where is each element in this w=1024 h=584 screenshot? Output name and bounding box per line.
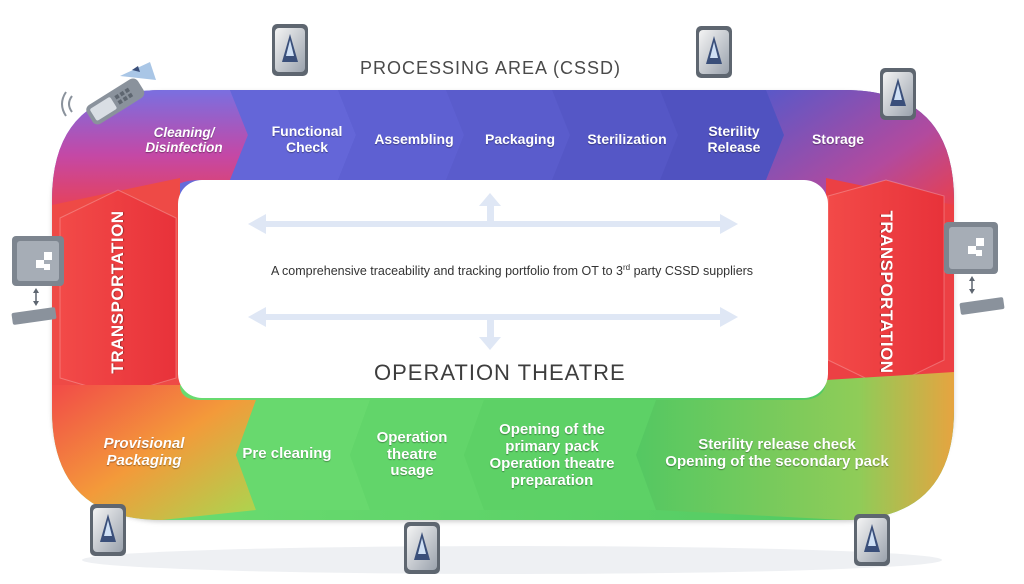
wall-reader-icon <box>11 236 64 325</box>
rfid-tag-icon <box>696 26 732 78</box>
operation-theatre-title: OPERATION THEATRE <box>374 360 626 385</box>
step-sterility-release-check <box>636 372 954 520</box>
wall-reader-icon <box>944 222 1005 315</box>
step-functional-check <box>230 90 356 180</box>
transport-left-band <box>59 189 177 396</box>
handheld-scanner-icon <box>61 62 156 125</box>
cleaning-line2: Disinfection <box>145 140 223 155</box>
center-panel <box>178 180 828 398</box>
packaging-label: Packaging <box>468 116 572 164</box>
theatre-steps <box>52 372 954 520</box>
assembling-label: Assembling <box>362 116 466 164</box>
functional-line1: Functional <box>271 123 343 140</box>
provisional-line1: Provisional <box>103 435 185 453</box>
usage-line2: theatre <box>386 445 438 463</box>
functional-line2: Check <box>285 139 329 155</box>
step-provisional-packaging <box>52 385 256 520</box>
center-text-sup: rd <box>622 263 631 272</box>
rfid-tag-icon <box>90 504 126 556</box>
provisional-line2: Packaging <box>106 452 182 469</box>
processing-steps <box>52 90 954 220</box>
center-text-before: A comprehensive traceability and trackin… <box>270 264 623 279</box>
step-sterility-release <box>660 90 784 180</box>
rfid-tag-icon <box>272 24 308 76</box>
secondary-line2: Opening of the secondary pack <box>665 453 889 470</box>
primary-line2: primary pack <box>505 438 599 456</box>
primary-line1: Opening of the <box>499 421 605 439</box>
cleaning-disinfection-label: Cleaning/Disinfection <box>138 116 230 164</box>
center-description: A comprehensive traceability and trackin… <box>198 263 826 278</box>
storage-text: Storage <box>811 131 865 148</box>
sterilization-label: Sterilization <box>574 116 680 164</box>
rfid-tag-icon <box>404 522 440 574</box>
processing-area-title: PROCESSING AREA (CSSD) <box>360 58 622 78</box>
pre-cleaning-label: Pre cleaning <box>232 430 342 478</box>
transportation-left-label: TRANSPORTATION <box>108 210 128 374</box>
primary-line4: preparation <box>510 471 594 489</box>
step-sterilization <box>552 90 678 180</box>
step-pre-cleaning <box>236 400 370 510</box>
bidirectional-arrows-icon <box>248 193 738 350</box>
assembling-text: Assembling <box>374 131 454 148</box>
center-text-after: party CSSD suppliers <box>630 264 754 279</box>
usage-line3: usage <box>390 462 434 480</box>
step-storage <box>766 90 954 215</box>
step-operation-theatre-usage <box>350 400 484 510</box>
step-opening-primary-pack <box>464 400 656 510</box>
step-assembling <box>338 90 464 180</box>
storage-label: Storage <box>790 116 886 164</box>
cleaning-line1: Cleaning/ <box>153 124 215 140</box>
rfid-tag-icon <box>880 68 916 120</box>
packaging-text: Packaging <box>484 131 556 148</box>
sterility-line2: Release <box>707 139 761 155</box>
step-packaging <box>446 90 570 180</box>
secondary-line1: Sterility release check <box>698 436 856 454</box>
usage-line1: Operation <box>376 428 448 446</box>
primary-line3: Operation theatre <box>489 455 615 472</box>
rfid-tag-icon <box>854 514 890 566</box>
sterility-line1: Sterility <box>708 123 760 140</box>
sterilization-text: Sterilization <box>587 131 667 148</box>
pre-cleaning-text: Pre cleaning <box>242 444 332 462</box>
transportation-right-label: TRANSPORTATION <box>876 210 896 374</box>
